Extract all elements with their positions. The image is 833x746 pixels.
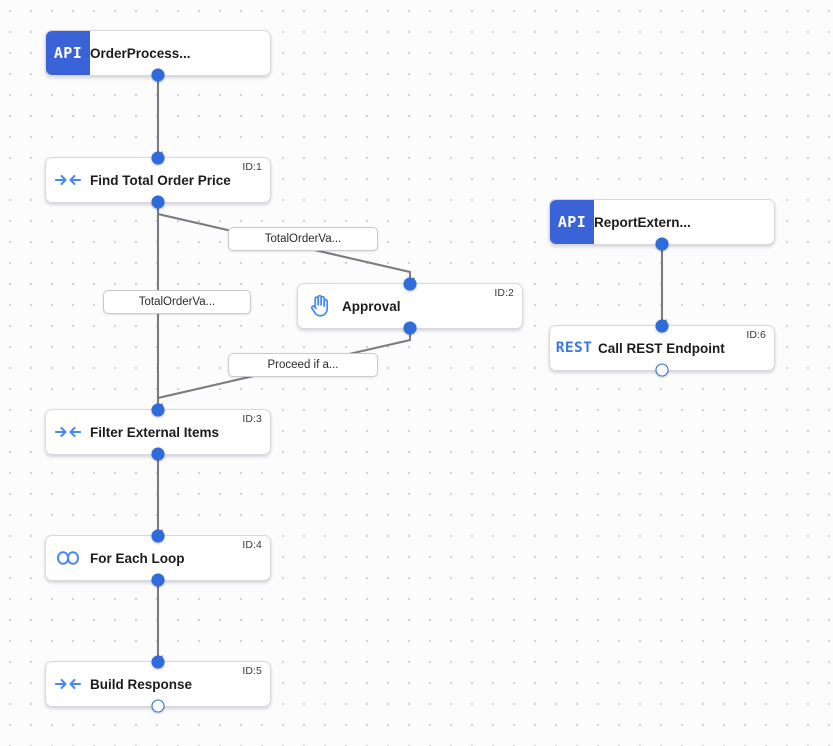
node-input-port[interactable]	[151, 151, 165, 165]
node-id-label: ID:6	[746, 329, 766, 341]
node-input-port[interactable]	[151, 655, 165, 669]
node-output-port[interactable]	[403, 321, 417, 335]
node-input-port[interactable]	[403, 277, 417, 291]
node-for-each-loop[interactable]: For Each Loop ID:4	[45, 529, 271, 587]
rest-badge: REST	[555, 340, 593, 356]
node-output-port[interactable]	[655, 363, 669, 377]
edge-label-label-proceed-if-approved[interactable]: Proceed if a...	[228, 353, 378, 377]
node-output-port[interactable]	[151, 699, 165, 713]
node-output-port[interactable]	[151, 68, 165, 82]
node-call-rest-endpoint[interactable]: REST Call REST Endpoint ID:6	[549, 319, 775, 377]
transform-arrows-icon	[46, 410, 90, 454]
node-output-port[interactable]	[151, 447, 165, 461]
node-approval[interactable]: Approval ID:2	[297, 277, 523, 335]
api-badge: API	[550, 200, 594, 244]
node-title: Approval	[342, 298, 401, 314]
node-input-port[interactable]	[655, 319, 669, 333]
node-input-port[interactable]	[151, 403, 165, 417]
node-output-port[interactable]	[151, 573, 165, 587]
transform-arrows-icon	[46, 158, 90, 202]
node-output-port[interactable]	[151, 195, 165, 209]
node-title: Find Total Order Price	[90, 172, 231, 188]
node-title: For Each Loop	[90, 550, 185, 566]
node-title: OrderProcess...	[90, 45, 191, 61]
node-id-label: ID:1	[242, 161, 262, 173]
node-id-label: ID:5	[242, 665, 262, 677]
node-id-label: ID:4	[242, 539, 262, 551]
node-find-total-order-price[interactable]: Find Total Order Price ID:1	[45, 151, 271, 209]
raised-hand-icon	[298, 284, 342, 328]
node-title: ReportExtern...	[594, 214, 691, 230]
transform-arrows-icon	[46, 662, 90, 706]
node-build-response[interactable]: Build Response ID:5	[45, 655, 271, 713]
node-input-port[interactable]	[151, 529, 165, 543]
node-id-label: ID:3	[242, 413, 262, 425]
node-title: Call REST Endpoint	[598, 340, 725, 356]
node-id-label: ID:2	[494, 287, 514, 299]
node-title: Filter External Items	[90, 424, 220, 440]
api-badge: API	[46, 31, 90, 75]
infinity-loop-icon	[46, 536, 90, 580]
edge-label-label-total-order-value-approval[interactable]: TotalOrderVa...	[228, 227, 378, 251]
node-title: Build Response	[90, 676, 193, 692]
edge-label-label-total-order-value-filter[interactable]: TotalOrderVa...	[103, 290, 251, 314]
node-output-port[interactable]	[655, 237, 669, 251]
node-filter-external-items[interactable]: Filter External Items ID:3	[45, 403, 271, 461]
